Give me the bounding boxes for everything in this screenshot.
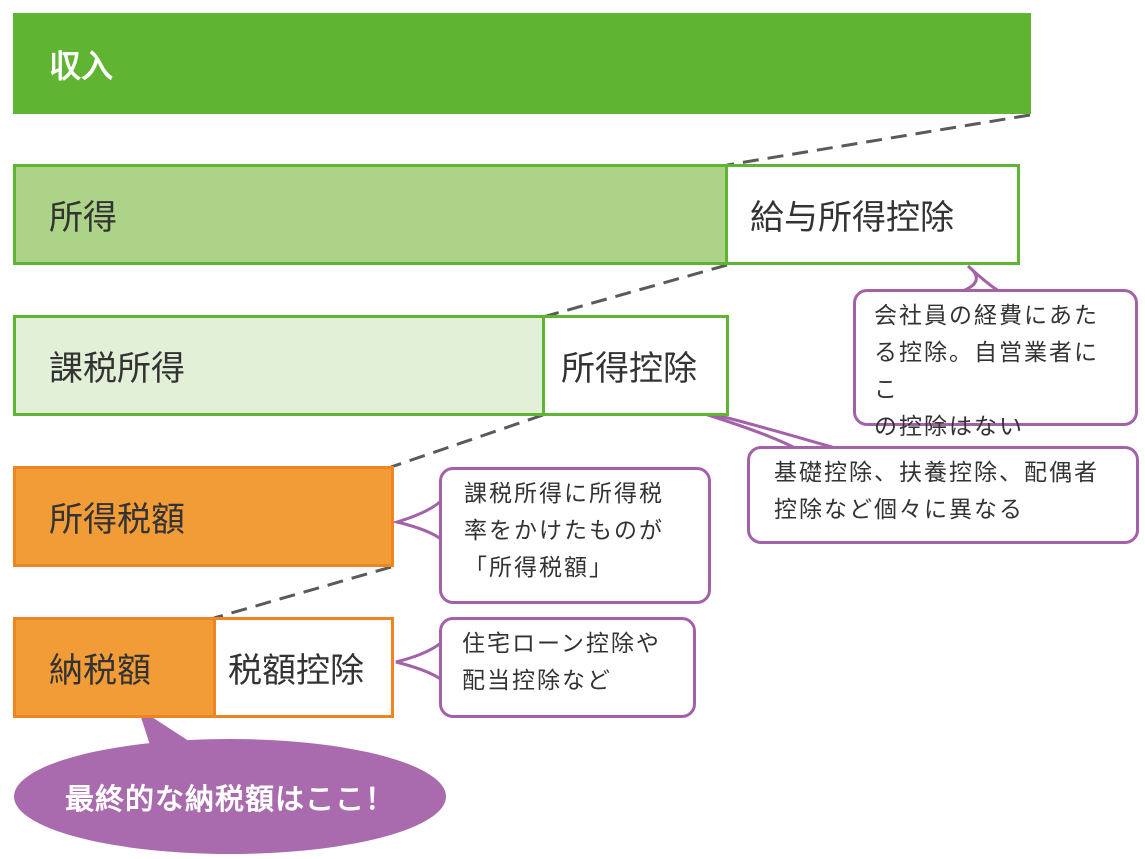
connector-taxable-to-tax-amount <box>390 413 544 469</box>
callout-tail-credit <box>395 638 444 683</box>
income-tax-amount-block: 所得税額 <box>13 466 394 567</box>
taxable-income-block: 課税所得 <box>13 315 545 416</box>
tax-credit-block: 税額控除 <box>213 617 394 718</box>
income-deduction-callout-text: 基礎控除、扶養控除、配偶者 控除など個々に異なる <box>774 460 1099 523</box>
income-after-label: 所得 <box>49 198 117 238</box>
income-deduction-label: 所得控除 <box>561 349 697 389</box>
tax-credit-callout: 住宅ローン控除や 配当控除など <box>439 617 696 718</box>
salary-deduction-label: 給与所得控除 <box>750 198 954 238</box>
connector-tax-amount-to-credit <box>213 565 392 620</box>
income-deduction-block: 所得控除 <box>542 315 729 416</box>
income-tax-callout: 課税所得に所得税 率をかけたものが 「所得税額」 <box>439 467 711 604</box>
final-tax-callout: 最終的な納税額はここ！ <box>14 739 446 854</box>
income-deduction-callout: 基礎控除、扶養控除、配偶者 控除など個々に異なる <box>747 446 1139 544</box>
income-tax-amount-label: 所得税額 <box>49 500 185 540</box>
salary-deduction-block: 給与所得控除 <box>725 164 1020 265</box>
salary-deduction-callout: 会社員の経費にあた る控除。自営業者にこ の控除はない <box>853 289 1138 440</box>
connector-income-to-income-deduction <box>542 263 728 319</box>
tax-credit-callout-text: 住宅ローン控除や 配当控除など <box>462 631 661 694</box>
salary-deduction-callout-text: 会社員の経費にあた る控除。自営業者にこ の控除はない <box>874 303 1099 440</box>
income-label: 収入 <box>49 46 114 85</box>
callout-tail-tax-amount <box>391 496 444 544</box>
tax-payable-block: 納税額 <box>13 617 216 718</box>
taxable-income-label: 課税所得 <box>49 349 185 389</box>
income-block: 収入 <box>13 13 1031 114</box>
tax-credit-label: 税額控除 <box>228 651 364 691</box>
tax-payable-label: 納税額 <box>49 651 151 691</box>
income-tax-callout-text: 課税所得に所得税 率をかけたものが 「所得税額」 <box>464 481 664 581</box>
connector-income-to-deduction <box>726 113 1031 167</box>
final-tax-callout-text: 最終的な納税額はここ！ <box>64 781 395 816</box>
income-after-block: 所得 <box>13 164 728 265</box>
